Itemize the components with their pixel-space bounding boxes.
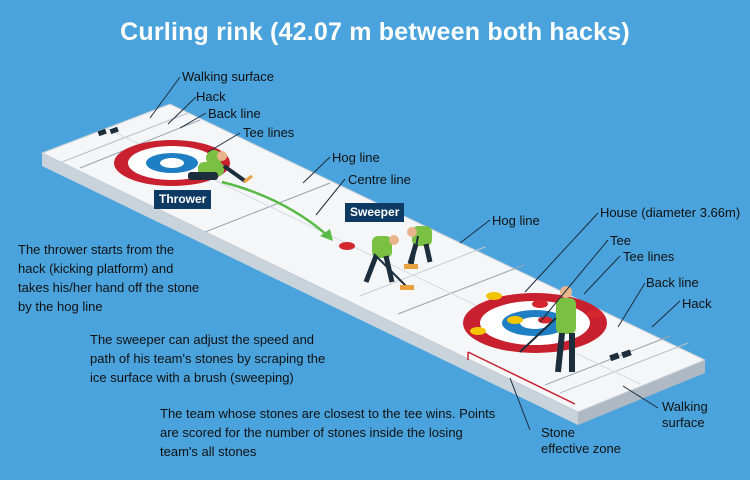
stone-moving [339,242,355,250]
page-title: Curling rink (42.07 m between both hacks… [120,18,630,46]
label-back-line-right: Back line [646,275,699,290]
sweeper-tag: Sweeper [345,203,405,222]
hack-right-blocks [609,349,632,362]
label-hog-line-left: Hog line [332,150,380,165]
sweeper-description: The sweeper can adjust the speed and pat… [90,332,326,385]
label-stone-zone-1: Stone [541,425,575,440]
stone-path-arrow [221,180,329,237]
back-line-right [544,335,671,386]
label-back-line-left: Back line [208,106,261,121]
label-walking-surface-top: Walking surface [182,69,274,84]
label-tee-lines-left: Tee lines [243,125,295,140]
label-walking-surface-bottom-2: surface [662,415,705,430]
label-tee: Tee [610,233,631,248]
skip-figure [519,286,576,373]
label-stone-zone-2: effective zone [541,441,621,456]
label-hack-left: Hack [196,89,226,104]
label-walking-surface-bottom-1: Walking [662,399,708,414]
label-hack-right: Hack [682,296,712,311]
label-tee-lines-right: Tee lines [623,249,675,264]
thrower-tag: Thrower [154,190,212,209]
hack-line-right [559,342,689,394]
thrower-figure [188,150,253,184]
rink-side-right [578,360,705,425]
label-centre-line: Centre line [348,172,411,187]
rink-side-front [42,153,578,425]
hog-line-right-mark [397,264,525,315]
hack-left-blocks [97,126,119,137]
thrower-description: The thrower starts from the hack (kickin… [18,242,200,314]
label-house: House (diameter 3.66m) [600,205,741,220]
leader-lines [149,76,681,431]
stone-effective-zone-outline [467,351,576,405]
sweeper-figures [363,226,433,290]
mid-line [359,246,486,297]
scoring-description: The team whose stones are closest to the… [160,406,496,459]
label-hog-line-right: Hog line [492,213,540,228]
hog-line-left-mark [204,182,331,233]
stones-right-house [470,292,603,335]
